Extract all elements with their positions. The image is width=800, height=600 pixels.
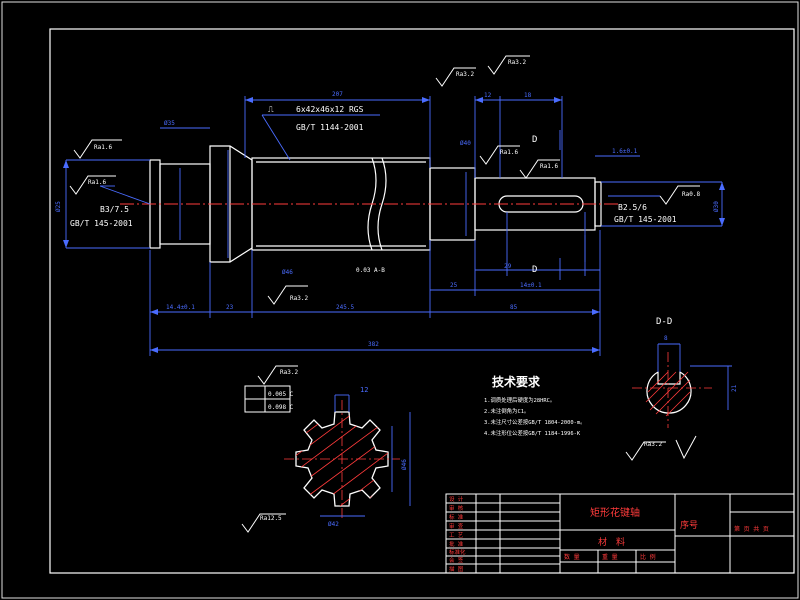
dim-dd-width: 8 — [664, 335, 668, 342]
dim-key-length: 29 — [504, 263, 512, 270]
dim-mid: 245.5 — [336, 304, 354, 311]
title-row-label: 标准化 — [449, 548, 466, 556]
roughness-label: Ra3.2 — [508, 59, 526, 66]
dim-total: 382 — [368, 341, 379, 348]
sheet-info: 第 页 共 页 — [734, 525, 769, 533]
roughness-symbols — [69, 55, 700, 533]
center-hole-left-type: B3/7.5 — [100, 205, 129, 214]
dim-dia-end: Ø25 — [55, 201, 62, 212]
spline-tolerance: 0.098 C — [268, 404, 294, 411]
dim-left-2: 23 — [226, 304, 234, 311]
title-row-label: 设 计 — [449, 495, 464, 503]
tech-req-item: 2.未注倒角为C1。 — [484, 407, 529, 415]
tech-req-item: 4.未注形位公差按GB/T 1184-1996-K — [484, 429, 581, 437]
title-row-label: 批 准 — [449, 540, 464, 548]
dim-right-total: 85 — [510, 304, 518, 311]
title-mid-label: 数 量 — [564, 553, 580, 561]
dim-right-a: 25 — [450, 282, 458, 289]
seq-label: 序号 — [680, 519, 698, 531]
dim-dia-left: Ø35 — [164, 120, 175, 127]
tech-req-item: 3.未注尺寸公差按GB/T 1804-2000-m。 — [484, 418, 586, 426]
title-row-label: 会 签 — [449, 556, 464, 564]
material-label: 材 料 — [598, 536, 625, 548]
spline-code: 6x42x46x12 RGS — [296, 105, 364, 114]
title-left-rows: 设 计 审 核 标 准 审 查 工 艺 批 准 标准化 会 签 描 图 — [449, 495, 466, 573]
roughness-label: Ra1.6 — [94, 144, 112, 151]
dim-left-1: 14.4±0.1 — [166, 304, 195, 311]
title-row-label: 标 准 — [449, 513, 464, 521]
roughness-label: Ra12.5 — [260, 515, 282, 522]
center-hole-right-std: GB/T 145-2001 — [614, 215, 677, 224]
dim-spline-D: Ø46 — [401, 459, 408, 470]
dim-dia-right: Ø30 — [713, 201, 720, 212]
roughness-label: Ra3.2 — [456, 71, 474, 78]
dim-spline-b: 12 — [360, 386, 368, 394]
spline-symbol: ⎍ — [268, 105, 274, 114]
dimension-lines — [65, 96, 723, 356]
tech-req-heading: 技术要求 — [492, 374, 541, 389]
title-block-grid — [445, 493, 795, 574]
title-row-label: 工 艺 — [449, 532, 464, 539]
dim-spline-length: 207 — [332, 91, 343, 98]
roughness-label: Ra3.2 — [644, 441, 662, 448]
title-row-label: 审 查 — [449, 522, 464, 530]
dim-dia-spline: Ø46 — [282, 269, 293, 276]
dim-top-a: 12 — [484, 92, 492, 99]
title-row-label: 描 图 — [449, 565, 464, 573]
drawing-border — [49, 28, 795, 574]
roughness-label: Ra3.2 — [290, 295, 308, 302]
roughness-label: Ra1.6 — [500, 149, 518, 156]
section-mark-bottom: D — [532, 265, 537, 275]
dim-dia-mid: Ø40 — [460, 140, 471, 147]
spline-standard: GB/T 1144-2001 — [296, 123, 364, 132]
section-mark-top: D — [532, 135, 537, 145]
roughness-label: Ra0.8 — [682, 191, 700, 198]
part-name: 矩形花键轴 — [590, 506, 640, 519]
roughness-label: Ra1.6 — [540, 163, 558, 170]
title-row-label: 审 核 — [449, 504, 464, 512]
arrowheads — [63, 97, 725, 353]
roughness-label: Ra3.2 — [280, 369, 298, 376]
dim-key-width: 1.6±0.1 — [612, 148, 638, 155]
dim-top-b: 18 — [524, 92, 532, 99]
dd-section-label: D-D — [656, 317, 672, 327]
roughness-label: Ra1.6 — [88, 179, 106, 186]
spline-tolerance: 0.005 C — [268, 391, 294, 398]
center-hole-left-std: GB/T 145-2001 — [70, 219, 133, 228]
runout-tolerance: 0.03 A-B — [356, 267, 385, 274]
dd-section — [632, 343, 732, 460]
title-mid-label: 重 量 — [602, 553, 618, 561]
tech-req-item: 1.调质处理后硬度为28HRC。 — [484, 396, 555, 404]
title-mid-label: 比 例 — [640, 553, 656, 561]
center-hole-right-type: B2.5/6 — [618, 203, 647, 212]
dim-right-b: 14±0.1 — [520, 282, 542, 289]
dim-spline-d: Ø42 — [328, 521, 339, 528]
dim-dd-depth: 21 — [731, 384, 738, 392]
